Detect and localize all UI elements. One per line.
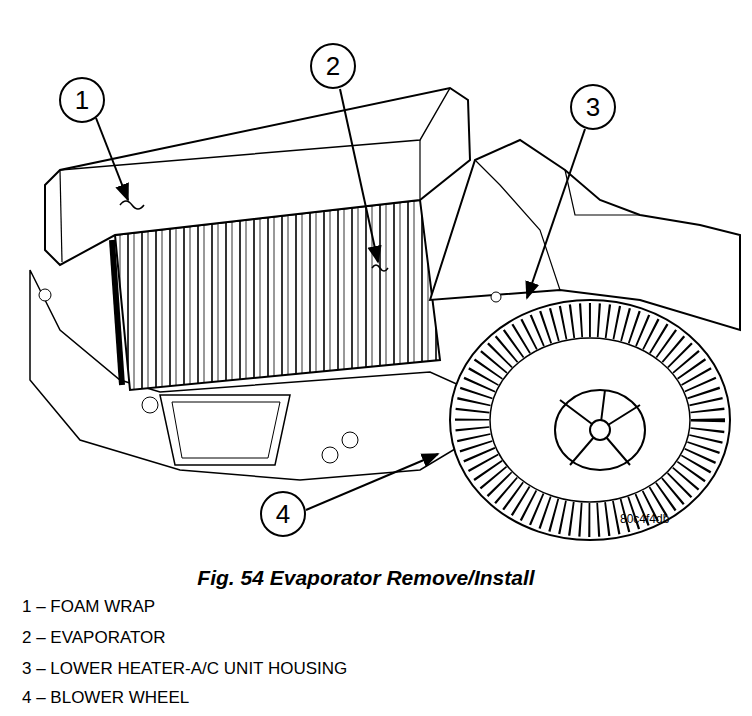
callout-number: 3 <box>570 84 616 130</box>
key-entry: 3 – LOWER HEATER-A/C UNIT HOUSING <box>22 660 347 679</box>
key-entry: 2 – EVAPORATOR <box>22 629 166 648</box>
figure-title: Fig. 54 Evaporator Remove/Install <box>197 566 534 589</box>
callout-text: 3 <box>586 94 600 120</box>
callout-number: 1 <box>59 77 105 123</box>
callout-text: 1 <box>75 87 89 113</box>
callout-number: 2 <box>310 43 356 89</box>
key-entry: 4 – BLOWER WHEEL <box>22 689 189 708</box>
key-entry: 1 – FOAM WRAP <box>22 598 155 617</box>
callout-number: 4 <box>260 491 306 537</box>
callout-text: 2 <box>326 53 340 79</box>
callout-text: 4 <box>276 501 290 527</box>
figure-code: 80c4f4db <box>620 513 669 526</box>
